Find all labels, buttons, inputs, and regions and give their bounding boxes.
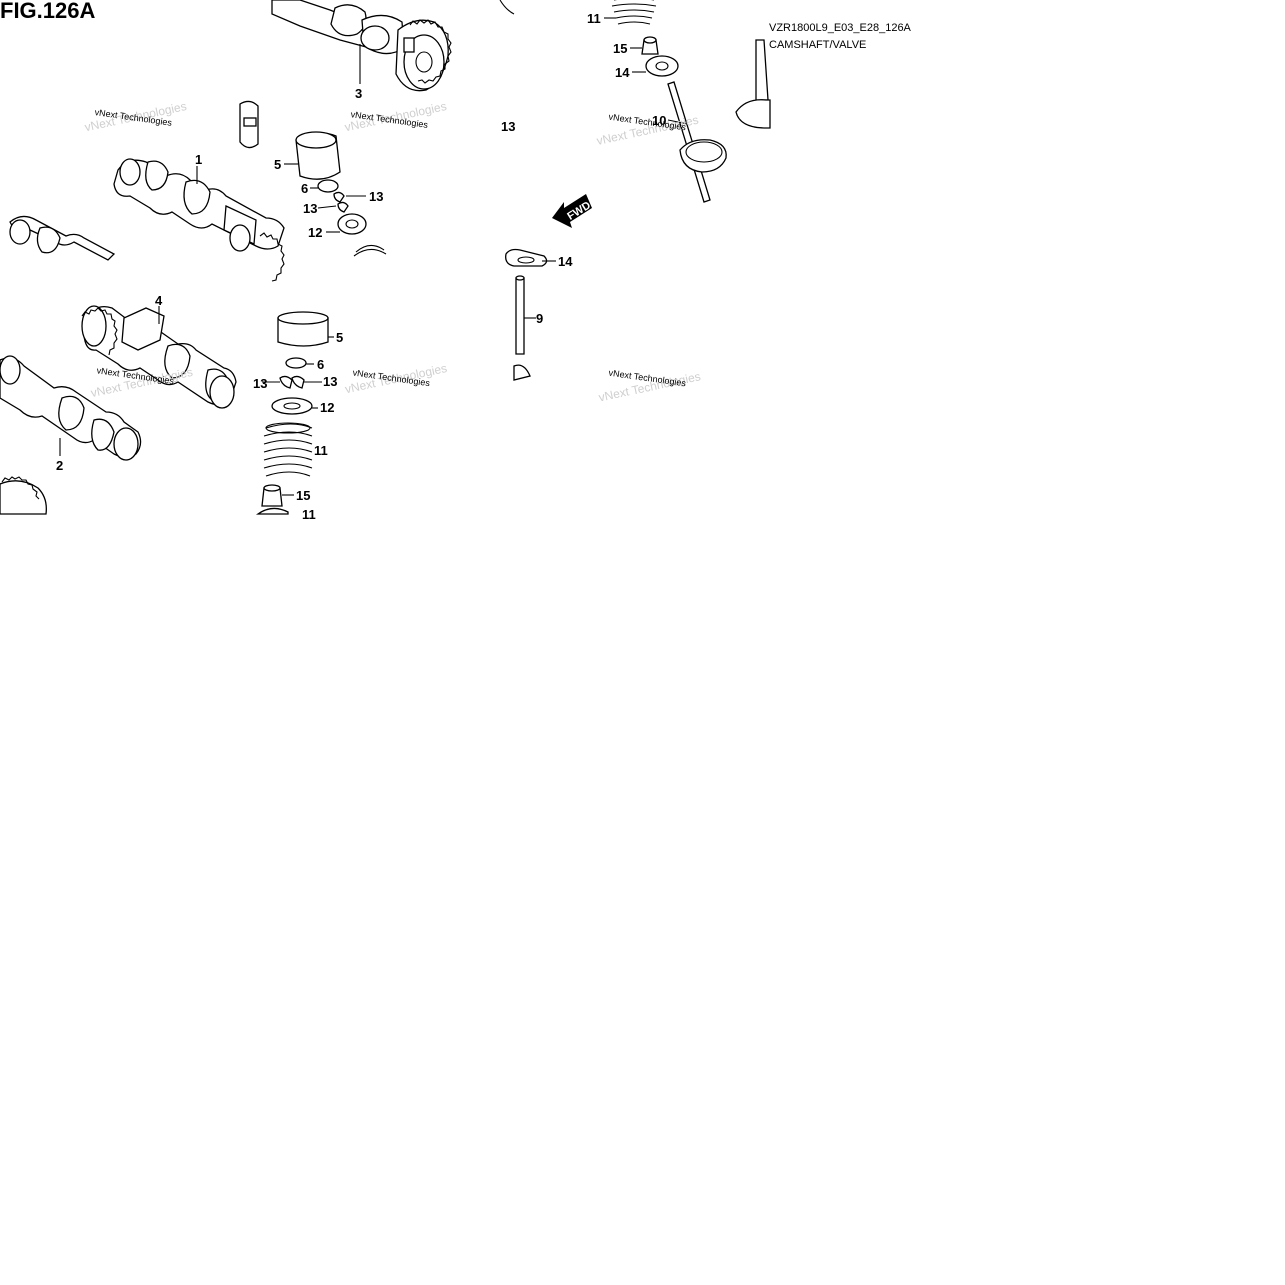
callout-6-bottom: 6 <box>317 357 324 372</box>
spring-11-bottom-drawing <box>263 422 313 477</box>
callout-9: 9 <box>536 311 543 326</box>
callout-14-top: 14 <box>615 65 630 80</box>
watermark-3: vNext Technologies vNext Technologies <box>595 112 699 148</box>
seal-15-bottom-drawing <box>261 484 294 507</box>
callout-15-bottom: 15 <box>296 488 310 503</box>
callout-11-bottom: 11 <box>314 443 328 458</box>
callout-13-top-left: 13 <box>303 201 317 216</box>
callout-13-bottom-left: 13 <box>253 376 267 391</box>
camshaft-2-drawing <box>0 355 142 461</box>
watermark-5: vNext Technologies vNext Technologies <box>344 361 448 396</box>
callout-15-top: 15 <box>613 41 627 56</box>
callout-3: 3 <box>355 86 362 101</box>
seal-15-top-drawing <box>630 36 659 55</box>
shim-6-top-drawing <box>310 179 339 193</box>
spring-top-partial-drawing <box>353 244 387 257</box>
watermark-2: vNext Technologies vNext Technologies <box>343 99 447 134</box>
shim-6-bottom-drawing <box>285 357 314 369</box>
forward-arrow: FWD <box>552 194 593 228</box>
valve-right-partial-drawing <box>735 39 771 129</box>
callout-12-bottom: 12 <box>320 400 334 415</box>
callout-5-top: 5 <box>274 157 281 172</box>
figure-title: FIG.126A <box>0 0 95 23</box>
callout-14-right: 14 <box>558 254 573 269</box>
camshaft-3-drawing <box>271 0 452 92</box>
retainer-12-top-drawing <box>326 213 367 235</box>
callout-12-top: 12 <box>308 225 322 240</box>
valve-9-drawing <box>513 275 536 381</box>
cam-bracket-partial-drawing <box>239 100 259 149</box>
watermark-1: vNext Technologies vNext Technologies <box>83 99 187 134</box>
callout-2: 2 <box>56 458 63 473</box>
callout-6-top: 6 <box>301 181 308 196</box>
seat-14-bottom-partial-drawing <box>255 507 289 515</box>
callout-13-mid: 13 <box>501 119 515 134</box>
callout-1: 1 <box>195 152 202 167</box>
cotter-13-bottom-drawing <box>262 375 322 389</box>
camshaft-2-partial-drawing <box>9 215 116 261</box>
callout-5-bottom: 5 <box>336 330 343 345</box>
watermark-6: vNext Technologies vNext Technologies <box>597 368 701 405</box>
camshaft-1-drawing <box>113 158 285 282</box>
callout-11-edge: 11 <box>302 507 316 522</box>
figure-code: VZR1800L9_E03_E28_126A <box>769 22 912 34</box>
retainer-12-bottom-drawing <box>271 397 318 415</box>
callout-4: 4 <box>155 293 163 308</box>
cotter-13-top-drawing <box>317 191 366 213</box>
seat-14-top-drawing <box>632 55 679 77</box>
callout-10: 10 <box>652 113 666 128</box>
partial-outline <box>499 0 515 15</box>
camshaft-4-drawing <box>81 305 237 409</box>
callout-13-top-right: 13 <box>369 189 383 204</box>
spring-11-top-drawing <box>604 0 657 25</box>
callout-13-bottom-right: 13 <box>323 374 337 389</box>
figure-name: CAMSHAFT/VALVE <box>769 39 866 51</box>
seat-14-right-drawing <box>505 248 556 267</box>
sprocket-partial-drawing <box>0 476 47 515</box>
valve-10-drawing <box>667 81 727 203</box>
tappet-5-bottom-drawing <box>277 311 334 347</box>
callout-11-top: 11 <box>587 11 601 26</box>
tappet-5-top-drawing <box>284 131 341 180</box>
